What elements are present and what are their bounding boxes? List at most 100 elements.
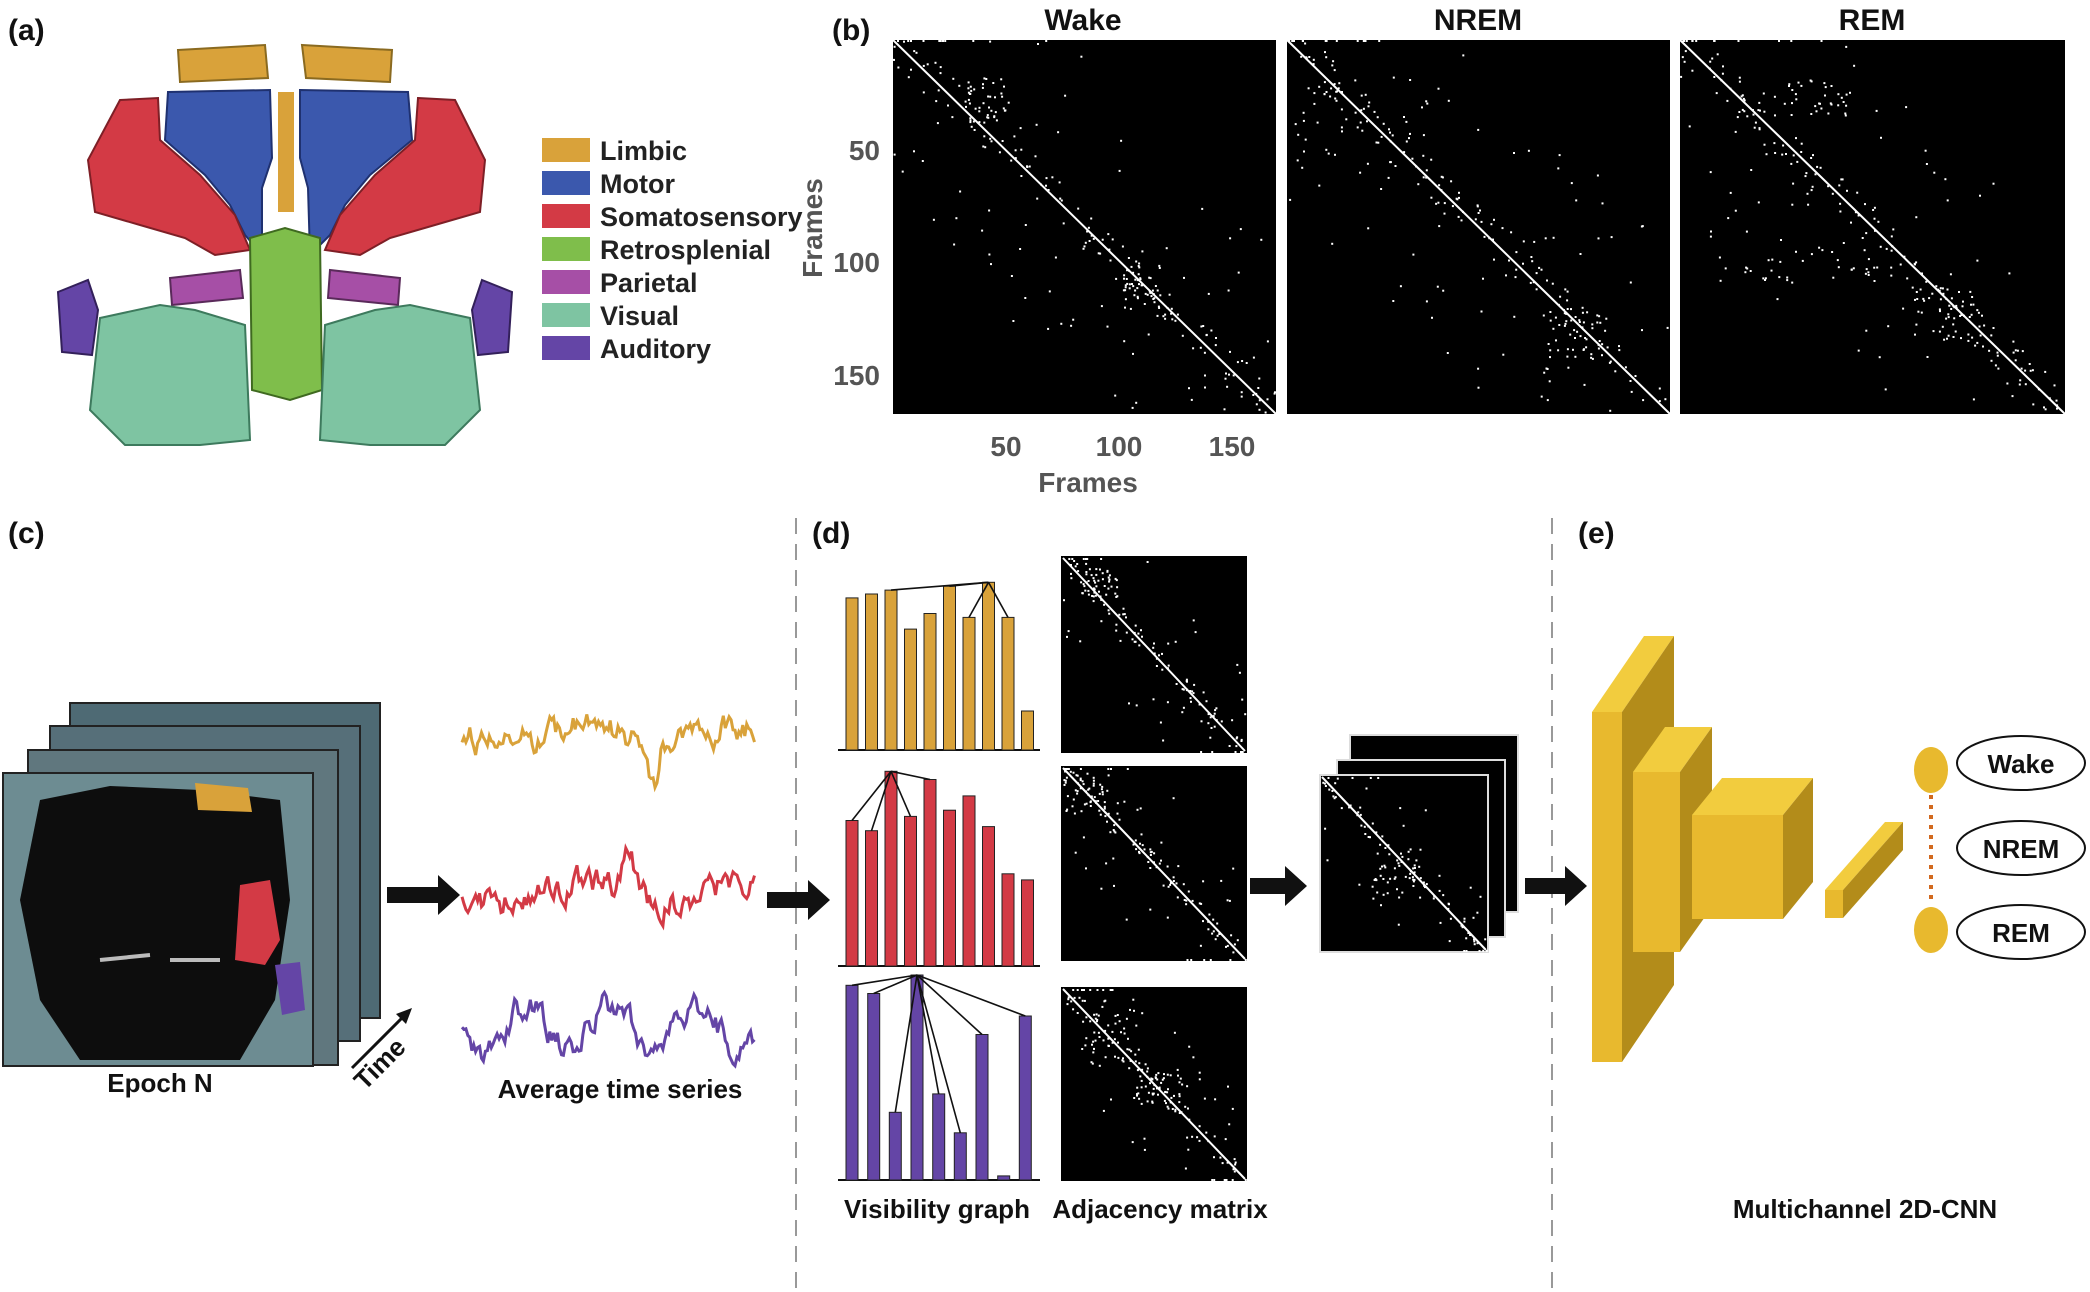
matrix-point — [1095, 568, 1098, 571]
matrix-point — [1396, 888, 1398, 891]
matrix-point — [1709, 171, 1712, 174]
matrix-point — [1103, 801, 1106, 804]
matrix-point — [1722, 65, 1724, 68]
matrix-point — [1166, 307, 1169, 309]
matrix-point — [1158, 1086, 1161, 1089]
matrix-point — [1770, 269, 1773, 272]
matrix-ytick-150: 150 — [833, 360, 880, 391]
matrix-point — [1301, 166, 1304, 169]
matrix-point — [1564, 322, 1567, 325]
matrix-point — [1365, 787, 1368, 790]
atlas-somatosensory-left — [86, 96, 252, 257]
matrix-point — [1115, 629, 1118, 632]
matrix-point — [1231, 719, 1234, 722]
matrix-point — [1827, 185, 1830, 188]
matrix-point — [1935, 285, 1938, 288]
matrix-point — [1483, 235, 1486, 238]
matrix-point — [1421, 106, 1423, 109]
matrix-point — [1437, 201, 1440, 204]
matrix-point — [1158, 654, 1160, 657]
matrix-point — [1074, 789, 1077, 792]
matrix-point — [1305, 56, 1308, 59]
matrix-point — [1070, 577, 1073, 580]
matrix-point — [1969, 290, 1972, 293]
matrix-point — [1236, 361, 1239, 364]
matrix-point — [1098, 809, 1101, 812]
matrix-point — [1943, 338, 1946, 341]
matrix-point — [1152, 698, 1155, 701]
matrix-point — [1088, 568, 1091, 571]
matrix-point — [1187, 1107, 1189, 1110]
matrix-point — [1148, 276, 1151, 279]
region-legend: Limbic Motor Somatosensory Retrosplenial… — [542, 136, 803, 364]
matrix-point — [1003, 85, 1005, 88]
matrix-point — [1113, 830, 1116, 833]
matrix-point — [1191, 899, 1194, 902]
matrix-point — [972, 40, 975, 42]
matrix-point — [1430, 196, 1433, 199]
matrix-point — [1070, 564, 1072, 566]
matrix-point — [969, 119, 972, 122]
matrix-point — [1488, 237, 1491, 240]
matrix-point — [1565, 312, 1568, 315]
visibility-graph-somatosensory — [838, 770, 1040, 967]
matrix-point — [2059, 414, 2062, 416]
matrix-point — [1164, 313, 1167, 316]
matrix-point — [1095, 585, 1098, 588]
matrix-point — [1960, 314, 1963, 316]
matrix-point — [1734, 130, 1737, 133]
matrix-point — [1447, 99, 1450, 102]
epoch-brain-mask — [20, 786, 290, 1060]
matrix-point — [1141, 284, 1144, 287]
matrix-point — [1554, 316, 1557, 319]
matrix-point — [1156, 289, 1159, 292]
matrix-point — [1071, 805, 1074, 808]
time-arrow-head — [396, 1008, 412, 1024]
matrix-point — [1167, 642, 1170, 645]
matrix-point — [1060, 322, 1063, 325]
matrix-point — [1079, 787, 1082, 790]
matrix-point — [1839, 210, 1842, 213]
matrix-point — [1101, 578, 1104, 581]
matrix-point — [1925, 280, 1928, 283]
matrix-point — [1971, 296, 1974, 298]
matrix-point — [1084, 589, 1087, 592]
matrix-point — [1166, 865, 1169, 868]
matrix-point — [1438, 184, 1441, 187]
matrix-point — [1187, 890, 1190, 893]
matrix-point — [1411, 157, 1414, 160]
matrix-point — [1375, 141, 1378, 144]
visibility-bar — [1021, 710, 1034, 751]
matrix-point — [1340, 126, 1343, 129]
matrix-point — [1785, 153, 1787, 155]
arrow-stack-to-series — [387, 875, 460, 915]
legend-swatch-retrosplenial — [542, 237, 590, 261]
matrix-point — [1566, 348, 1569, 351]
matrix-point — [1968, 316, 1971, 318]
matrix-point — [1313, 102, 1316, 105]
matrix-point — [1919, 288, 1922, 291]
matrix-point — [970, 89, 973, 92]
legend-swatch-somatosensory — [542, 204, 590, 228]
matrix-point — [1086, 558, 1089, 560]
matrix-point — [1791, 203, 1794, 206]
matrix-point — [1857, 214, 1860, 217]
matrix-point — [1597, 237, 1600, 240]
matrix-point — [1101, 238, 1104, 241]
matrix-point — [1178, 1095, 1181, 1098]
matrix-point — [1850, 268, 1853, 271]
matrix-point — [1224, 1138, 1227, 1141]
epoch-limbic-highlight — [195, 783, 252, 812]
matrix-point — [1089, 805, 1092, 807]
matrix-point — [1474, 218, 1477, 221]
matrix-point — [1109, 259, 1112, 262]
matrix-point — [1387, 844, 1390, 847]
matrix-point — [1920, 311, 1923, 314]
matrix-point — [1422, 134, 1425, 137]
matrix-point — [1367, 825, 1370, 828]
matrix-point — [1104, 1029, 1107, 1032]
matrix-point — [1105, 593, 1108, 596]
matrix-point — [1240, 751, 1242, 753]
matrix-point — [1555, 339, 1557, 342]
matrix-point — [1176, 896, 1179, 899]
